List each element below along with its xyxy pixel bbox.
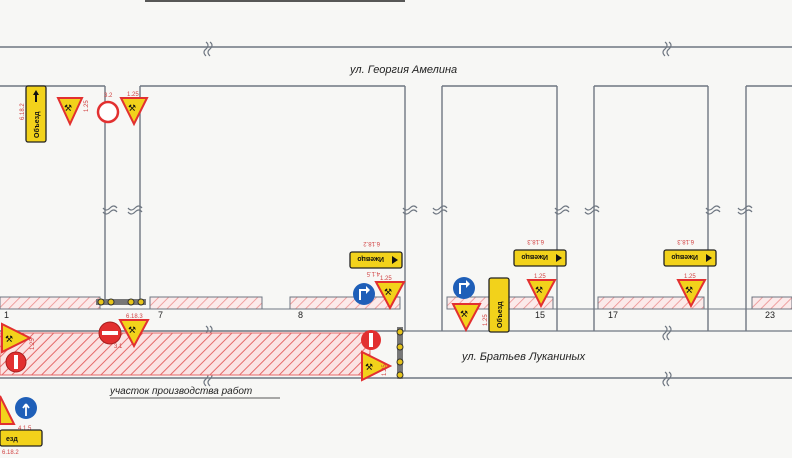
svg-text:⚒: ⚒ xyxy=(5,335,13,345)
roadworks-sign-icon: ⚒ xyxy=(118,319,150,349)
direction-pointer-sign-icon: Ижевцо xyxy=(349,251,403,269)
roadworks-sign-icon xyxy=(0,395,16,425)
sign-code: 1.25 xyxy=(382,364,388,376)
sign-code: 4.1.5 xyxy=(366,270,380,276)
sign-code: 1.25 xyxy=(684,274,696,280)
direction-pointer-sign-icon: Ижевцо xyxy=(513,249,567,267)
sign-code: 1.25 xyxy=(84,100,90,112)
svg-text:⚒: ⚒ xyxy=(535,286,543,296)
roadworks-sign-icon: ⚒ xyxy=(526,279,557,309)
roadworks-sign-icon: ⚒ xyxy=(451,303,482,333)
sign-text: езд xyxy=(6,436,18,443)
sign-text: Ижевцо xyxy=(671,253,698,260)
work-zone xyxy=(0,332,371,376)
street-label-bottom: ул. Братьев Луканиных xyxy=(461,351,586,363)
sign-code: 3.2 xyxy=(104,93,113,99)
sign-code: 6.18.3 xyxy=(677,238,694,244)
svg-text:⚒: ⚒ xyxy=(685,286,693,296)
sign-code: 1.25 xyxy=(127,92,139,98)
turn-direction-sign-icon xyxy=(453,277,475,299)
lot-number: 8 xyxy=(298,310,303,320)
block-outlines xyxy=(104,86,747,331)
direction-pointer-sign-icon: Ижевцо xyxy=(663,249,717,267)
sign-code: 3.1 xyxy=(114,344,123,350)
break-marks xyxy=(102,41,753,387)
lane-direction-sign-icon xyxy=(15,397,37,419)
no-entry-sign-icon xyxy=(96,100,120,124)
lot-number: 15 xyxy=(535,310,545,320)
detour-sign-icon: Объезд xyxy=(25,85,47,143)
lot-number: 23 xyxy=(765,310,775,320)
sign-text: Объезд xyxy=(496,301,504,328)
svg-text:⚒: ⚒ xyxy=(128,104,136,114)
svg-text:⚒: ⚒ xyxy=(460,310,468,320)
turn-direction-sign-icon xyxy=(353,283,375,305)
traffic-light-icon xyxy=(96,298,146,306)
roadworks-sign-icon: ⚒ xyxy=(119,97,149,127)
sign-code: 6.18.2 xyxy=(2,450,19,456)
sign-code: 1.25 xyxy=(380,276,392,282)
lot-number: 7 xyxy=(158,310,163,320)
street-bratev-lukaninykh: ул. Братьев Луканиных xyxy=(0,330,792,379)
roadworks-sign-icon: ⚒ xyxy=(1,322,33,354)
no-entry-sign-icon xyxy=(361,330,381,350)
detour-sign-icon: Объезд xyxy=(488,277,510,333)
sign-text: Ижевцо xyxy=(521,253,548,260)
sign-code: 4.1.5 xyxy=(18,426,32,432)
svg-text:⚒: ⚒ xyxy=(128,326,136,336)
sign-code: 1.25 xyxy=(483,314,489,326)
svg-text:⚒: ⚒ xyxy=(365,363,373,373)
lot-number: 17 xyxy=(608,310,618,320)
roadworks-sign-icon: ⚒ xyxy=(56,97,84,127)
roadworks-sign-icon: ⚒ xyxy=(374,281,406,311)
no-entry-sign-icon xyxy=(5,351,27,373)
lot-number: 1 xyxy=(4,310,9,320)
no-entry-sign-icon xyxy=(98,321,122,345)
lot-numbers: 1 7 8 15 17 23 xyxy=(4,310,775,320)
work-zone-label: участок производства работ xyxy=(109,385,252,397)
street-georgia-amelina: ул. Георгия Амелина xyxy=(0,46,792,87)
traffic-light-icon xyxy=(396,327,404,379)
sign-text: Объезд xyxy=(33,111,41,138)
street-label-top: ул. Георгия Амелина xyxy=(349,64,457,76)
roadworks-sign-icon: ⚒ xyxy=(361,350,393,382)
sign-code: 6.18.3 xyxy=(527,238,544,244)
sign-code: 6.18.2 xyxy=(363,240,380,246)
roadworks-sign-icon: ⚒ xyxy=(676,279,707,309)
sign-code: 1.25 xyxy=(30,338,36,350)
svg-text:⚒: ⚒ xyxy=(384,288,392,298)
sign-code: 1.25 xyxy=(534,274,546,280)
sign-code: 6.18.2 xyxy=(20,103,26,120)
svg-text:⚒: ⚒ xyxy=(64,104,72,114)
sign-text: Ижевцо xyxy=(357,255,384,262)
sign-code: 6.18.3 xyxy=(126,314,143,320)
detour-sign-icon: езд xyxy=(0,429,43,447)
